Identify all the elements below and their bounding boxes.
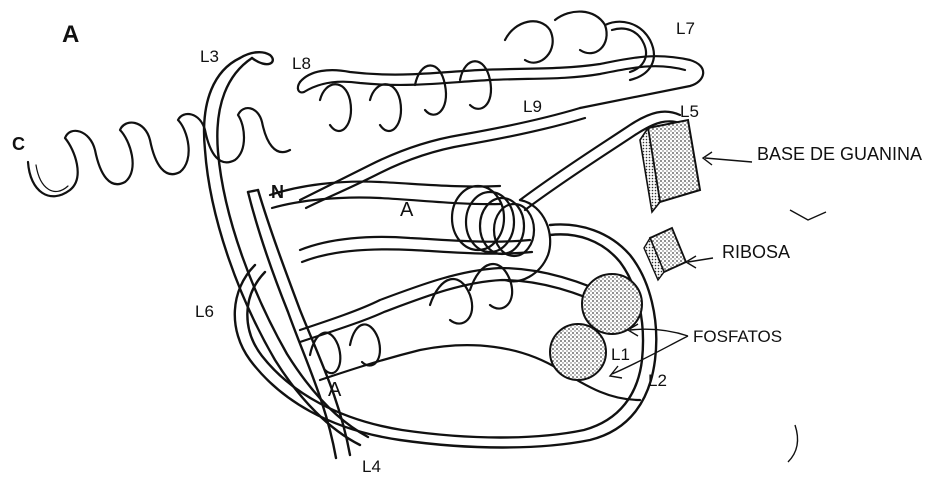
loop-label-l8: L8 bbox=[292, 55, 311, 72]
phosphate-arrow-upper bbox=[630, 329, 688, 336]
guanine-arrow bbox=[705, 158, 752, 162]
loop-label-l7: L7 bbox=[676, 20, 695, 37]
loop-l3-ribbon bbox=[204, 52, 368, 445]
guanine-base-label: BASE DE GUANINA bbox=[757, 145, 922, 163]
n-terminal-strand bbox=[248, 190, 350, 458]
loop-label-l1: L1 bbox=[611, 346, 630, 363]
loop-label-l6: L6 bbox=[195, 303, 214, 320]
c-terminal-helix bbox=[28, 108, 290, 196]
helix-label-lower: A bbox=[328, 380, 341, 400]
loop-label-l5: L5 bbox=[680, 103, 699, 120]
stray-mark-2 bbox=[788, 425, 798, 462]
loop-label-l3: L3 bbox=[200, 48, 219, 65]
helix-a-lower-coil bbox=[310, 264, 512, 373]
c-terminus-label: C bbox=[12, 135, 25, 153]
ribose-label: RIBOSA bbox=[722, 243, 790, 261]
n-terminus-label: N bbox=[271, 183, 284, 201]
loop-label-l2: L2 bbox=[648, 372, 667, 389]
panel-label: A bbox=[62, 23, 79, 47]
loop-label-l4: L4 bbox=[362, 458, 381, 475]
loop-label-l9: L9 bbox=[523, 98, 542, 115]
helix-a-upper bbox=[270, 182, 532, 262]
stray-mark bbox=[790, 210, 826, 220]
ribose-block bbox=[644, 228, 686, 280]
phosphates-label: FOSFATOS bbox=[693, 328, 782, 345]
helix-label-upper: A bbox=[400, 200, 413, 220]
guanine-base-block bbox=[640, 120, 700, 212]
